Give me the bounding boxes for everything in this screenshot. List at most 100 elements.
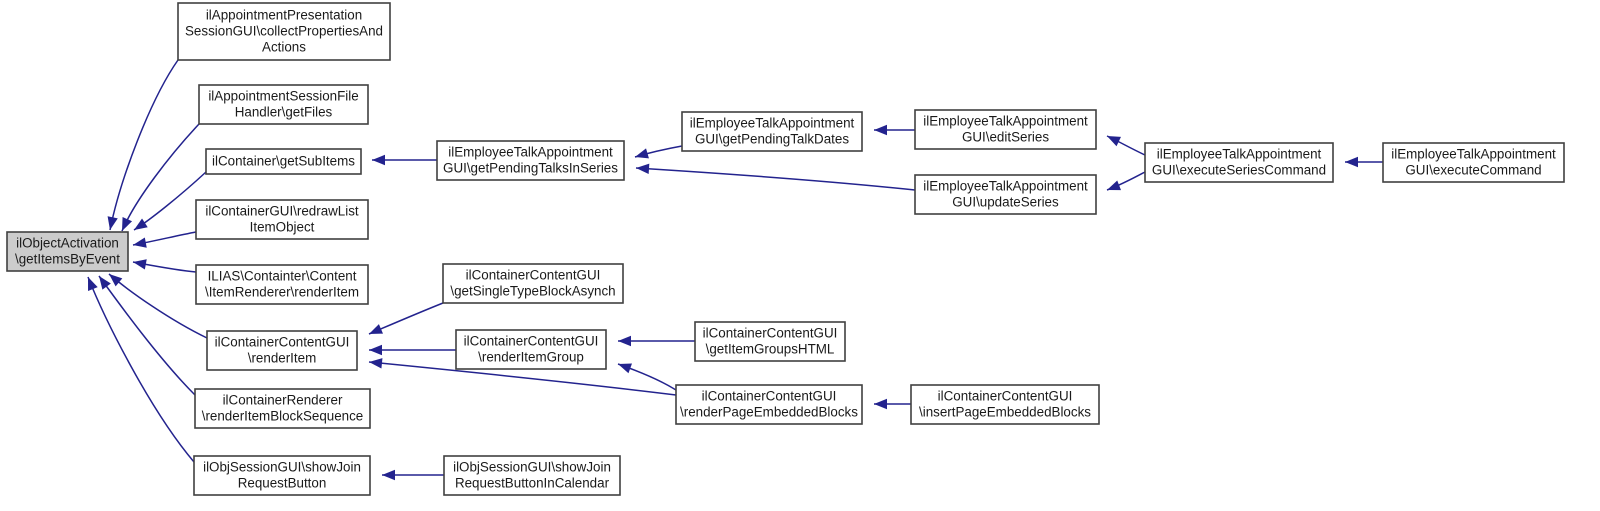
call-edge bbox=[618, 335, 696, 347]
graph-node-getItemsByEvent[interactable]: ilObjectActivation\getItemsByEvent bbox=[6, 231, 129, 272]
arrowhead-icon bbox=[635, 148, 649, 159]
call-edge bbox=[368, 358, 677, 396]
node-box[interactable] bbox=[442, 263, 624, 304]
arrowhead-icon bbox=[636, 163, 650, 175]
call-edge bbox=[1106, 171, 1146, 191]
arrowhead-icon bbox=[369, 344, 382, 356]
arrowhead-icon bbox=[133, 237, 147, 248]
node-label: ilObjectActivation\getItemsByEvent bbox=[15, 235, 120, 266]
graph-node-getSingleTypeBlockAsynch[interactable]: ilContainerContentGUI\getSingleTypeBlock… bbox=[442, 263, 624, 304]
arrowhead-icon bbox=[133, 259, 147, 270]
arrowhead-icon bbox=[122, 217, 133, 231]
node-box[interactable] bbox=[455, 329, 607, 370]
node-box[interactable] bbox=[177, 2, 391, 61]
node-box[interactable] bbox=[6, 231, 129, 272]
arrowhead-icon bbox=[99, 276, 111, 290]
node-label: ilContainerContentGUI\renderItemGroup bbox=[464, 333, 599, 364]
node-box[interactable] bbox=[195, 264, 369, 305]
call-edge bbox=[133, 171, 207, 231]
graph-node-itemRendererRenderItem[interactable]: ILIAS\Containter\Content\ItemRenderer\re… bbox=[195, 264, 369, 305]
call-edge bbox=[1345, 156, 1383, 168]
node-label: ilContainerContentGUI\renderItem bbox=[215, 334, 350, 365]
call-edge bbox=[107, 59, 179, 231]
graph-node-insertPageEmbeddedBlocks[interactable]: ilContainerContentGUI\insertPageEmbedded… bbox=[910, 384, 1100, 425]
call-edge bbox=[98, 275, 196, 396]
arrowhead-icon bbox=[618, 335, 631, 347]
graph-node-renderItemBlockSequence[interactable]: ilContainerRenderer\renderItemBlockSeque… bbox=[194, 388, 371, 429]
arrowhead-icon bbox=[369, 324, 383, 334]
call-edge bbox=[635, 163, 916, 191]
node-box[interactable] bbox=[1144, 142, 1334, 183]
arrowhead-icon bbox=[107, 216, 118, 230]
node-box[interactable] bbox=[198, 84, 369, 125]
node-label: ilContainerContentGUI\insertPageEmbedded… bbox=[919, 388, 1091, 419]
node-box[interactable] bbox=[910, 384, 1100, 425]
call-edge bbox=[372, 154, 438, 166]
arrowhead-icon bbox=[382, 469, 395, 481]
call-edge bbox=[382, 469, 445, 481]
graph-node-renderItem[interactable]: ilContainerContentGUI\renderItem bbox=[206, 330, 358, 371]
nodes-layer: ilObjectActivation\getItemsByEvent ilAppo… bbox=[6, 2, 1565, 496]
call-edge bbox=[874, 398, 912, 410]
arrowhead-icon bbox=[874, 124, 887, 136]
call-edge bbox=[132, 259, 197, 273]
call-edge bbox=[874, 124, 915, 136]
graph-node-renderPageEmbeddedBlocks[interactable]: ilContainerContentGUI\renderPageEmbedded… bbox=[675, 384, 863, 425]
node-box[interactable] bbox=[206, 330, 358, 371]
node-label: ilContainerContentGUI\getItemGroupsHTML bbox=[703, 325, 838, 356]
edges-layer bbox=[87, 59, 1383, 481]
call-edge bbox=[108, 273, 208, 339]
arrowhead-icon bbox=[372, 154, 385, 166]
node-box[interactable] bbox=[914, 174, 1097, 215]
node-box[interactable] bbox=[193, 455, 371, 496]
call-edge bbox=[617, 363, 677, 391]
arrowhead-icon bbox=[1107, 136, 1121, 147]
node-box[interactable] bbox=[443, 455, 621, 496]
graph-node-renderItemGroup[interactable]: ilContainerContentGUI\renderItemGroup bbox=[455, 329, 607, 370]
node-box[interactable] bbox=[914, 109, 1097, 150]
node-box[interactable] bbox=[436, 140, 625, 181]
node-box[interactable] bbox=[694, 321, 846, 362]
call-edge bbox=[369, 344, 456, 356]
node-label: ilContainerRenderer\renderItemBlockSeque… bbox=[202, 392, 364, 423]
graph-node-getSubItems[interactable]: ilContainer\getSubItems bbox=[205, 148, 362, 175]
node-box[interactable] bbox=[195, 199, 369, 240]
graph-node-getItemGroupsHTML[interactable]: ilContainerContentGUI\getItemGroupsHTML bbox=[694, 321, 846, 362]
arrowhead-icon bbox=[369, 358, 383, 369]
node-box[interactable] bbox=[205, 148, 362, 175]
node-box[interactable] bbox=[681, 111, 863, 152]
call-edge bbox=[1106, 135, 1146, 156]
arrowhead-icon bbox=[109, 274, 123, 287]
node-box[interactable] bbox=[675, 384, 863, 425]
arrowhead-icon bbox=[1107, 180, 1122, 191]
node-label: ilContainer\getSubItems bbox=[212, 153, 355, 168]
node-box[interactable] bbox=[194, 388, 371, 429]
arrowhead-icon bbox=[134, 218, 148, 230]
call-edge bbox=[87, 276, 195, 463]
call-edge bbox=[132, 231, 197, 248]
node-box[interactable] bbox=[1382, 142, 1565, 183]
arrowhead-icon bbox=[88, 277, 98, 292]
